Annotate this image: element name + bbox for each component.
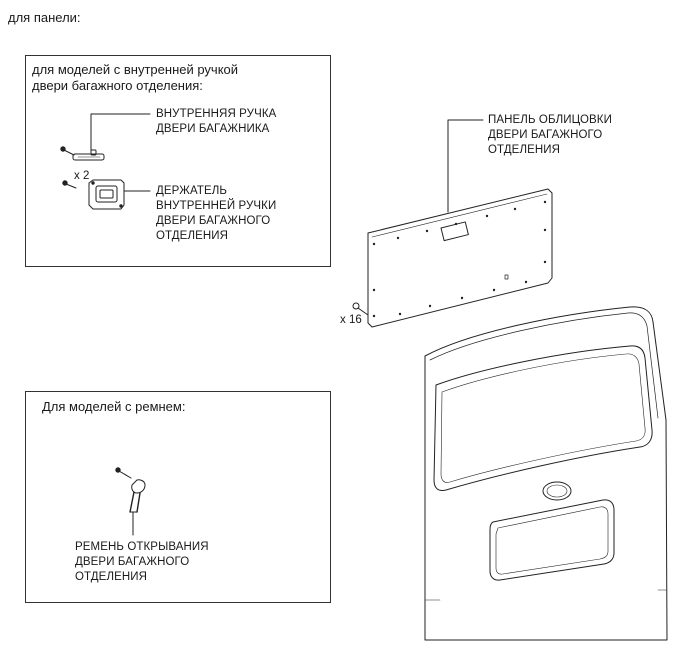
trim-panel-part: [367, 188, 553, 328]
leader-trim-panel: [447, 119, 484, 213]
inner-handle-part: [72, 149, 105, 161]
back-door-body: [424, 306, 668, 641]
clip-icon: [352, 302, 369, 316]
callout-handle-holder: ДЕРЖАТЕЛЬ ВНУТРЕННЕЙ РУЧКИ ДВЕРИ БАГАЖНО…: [156, 185, 277, 242]
inset-frame-handle: [25, 55, 331, 267]
inset-strap-title: Для моделей с ремнем:: [42, 399, 186, 414]
inset-frame-strap: [25, 391, 331, 603]
screw-quantity: x 2: [74, 170, 90, 182]
pull-strap-part: [129, 479, 146, 513]
screw-icon: [115, 467, 132, 479]
clip-quantity: x 16: [340, 314, 362, 326]
callout-trim-panel: ПАНЕЛЬ ОБЛИЦОВКИ ДВЕРИ БАГАЖНОГО ОТДЕЛЕН…: [488, 114, 612, 156]
screw-icon: [62, 180, 77, 189]
inset-handle-title: для моделей с внутренней ручкой двери ба…: [32, 62, 239, 93]
callout-pull-strap: РЕМЕНЬ ОТКРЫВАНИЯ ДВЕРИ БАГАЖНОГО ОТДЕЛЕ…: [75, 541, 209, 583]
handle-holder-part: [88, 179, 125, 210]
callout-inner-handle: ВНУТРЕННЯЯ РУЧКА ДВЕРИ БАГАЖНИКА: [156, 108, 277, 135]
leader-inner-handle: [90, 113, 151, 151]
screw-icon: [60, 146, 75, 156]
page-heading: для панели:: [8, 10, 81, 25]
